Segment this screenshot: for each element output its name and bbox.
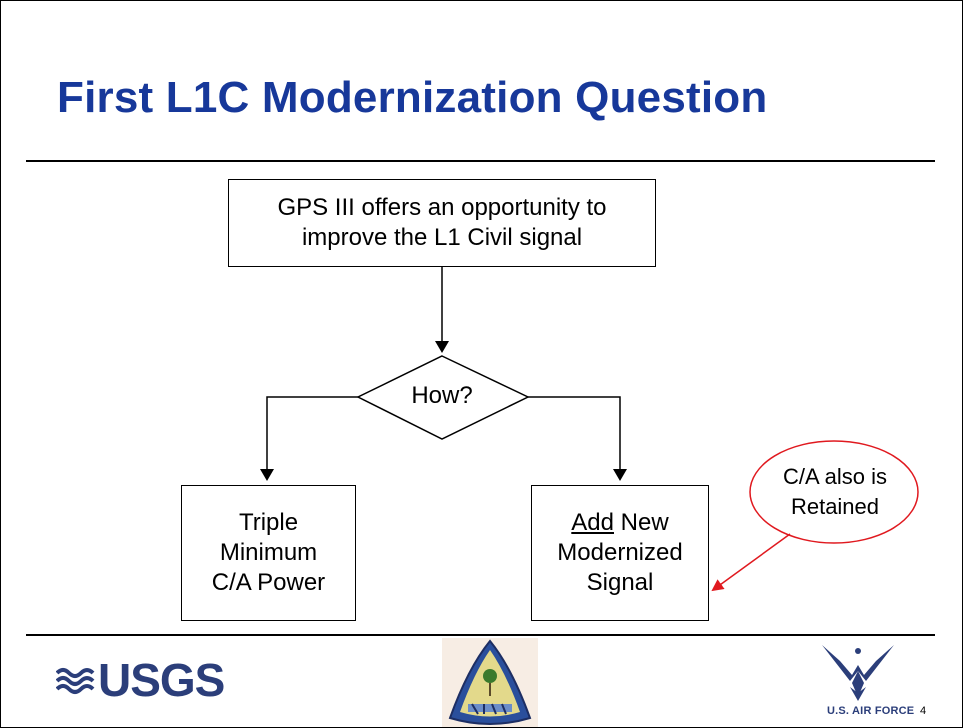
left-box-line1: Triple — [238, 509, 299, 536]
callout-text: C/A also is Retained — [757, 462, 913, 522]
emblem-icon — [442, 638, 538, 727]
callout-line1: C/A also is — [783, 464, 887, 489]
callout-ellipse — [749, 440, 919, 544]
arrow-to-left-box — [260, 396, 358, 481]
decision-label: How? — [411, 382, 473, 409]
arrow-to-right-box — [528, 396, 627, 481]
usgs-waves-icon — [56, 668, 95, 694]
top-box-line2: improve the L1 Civil signal — [301, 224, 583, 251]
footer-divider — [26, 634, 935, 636]
underlined-word: Add — [571, 509, 614, 536]
usgs-logo: USGS — [56, 653, 225, 707]
top-box: GPS III offers an opportunity to improve… — [228, 179, 656, 267]
air-force-wings-icon — [822, 645, 894, 701]
right-box-line3: Signal — [586, 569, 654, 596]
left-box-line2: Minimum — [219, 539, 318, 566]
left-box-line3: C/A Power — [211, 569, 326, 596]
right-box: Add New Modernized Signal — [531, 485, 709, 621]
usgs-logo-text: USGS — [98, 654, 225, 706]
right-box-line2: Modernized — [557, 539, 683, 566]
slide-title: First L1C Modernization Question — [57, 73, 768, 122]
right-box-line1: Add New — [571, 508, 668, 538]
callout-line2: Retained — [790, 494, 880, 519]
callout-arrow — [711, 533, 791, 592]
page-number: 4 — [920, 705, 927, 717]
decision-diamond — [356, 355, 530, 440]
air-force-label: U.S. AIR FORCE — [827, 705, 915, 717]
left-box: Triple Minimum C/A Power — [181, 485, 356, 621]
top-box-line1: GPS III offers an opportunity to — [277, 194, 607, 221]
title-divider — [26, 160, 935, 162]
right-box-line1-rest: New — [614, 509, 669, 536]
